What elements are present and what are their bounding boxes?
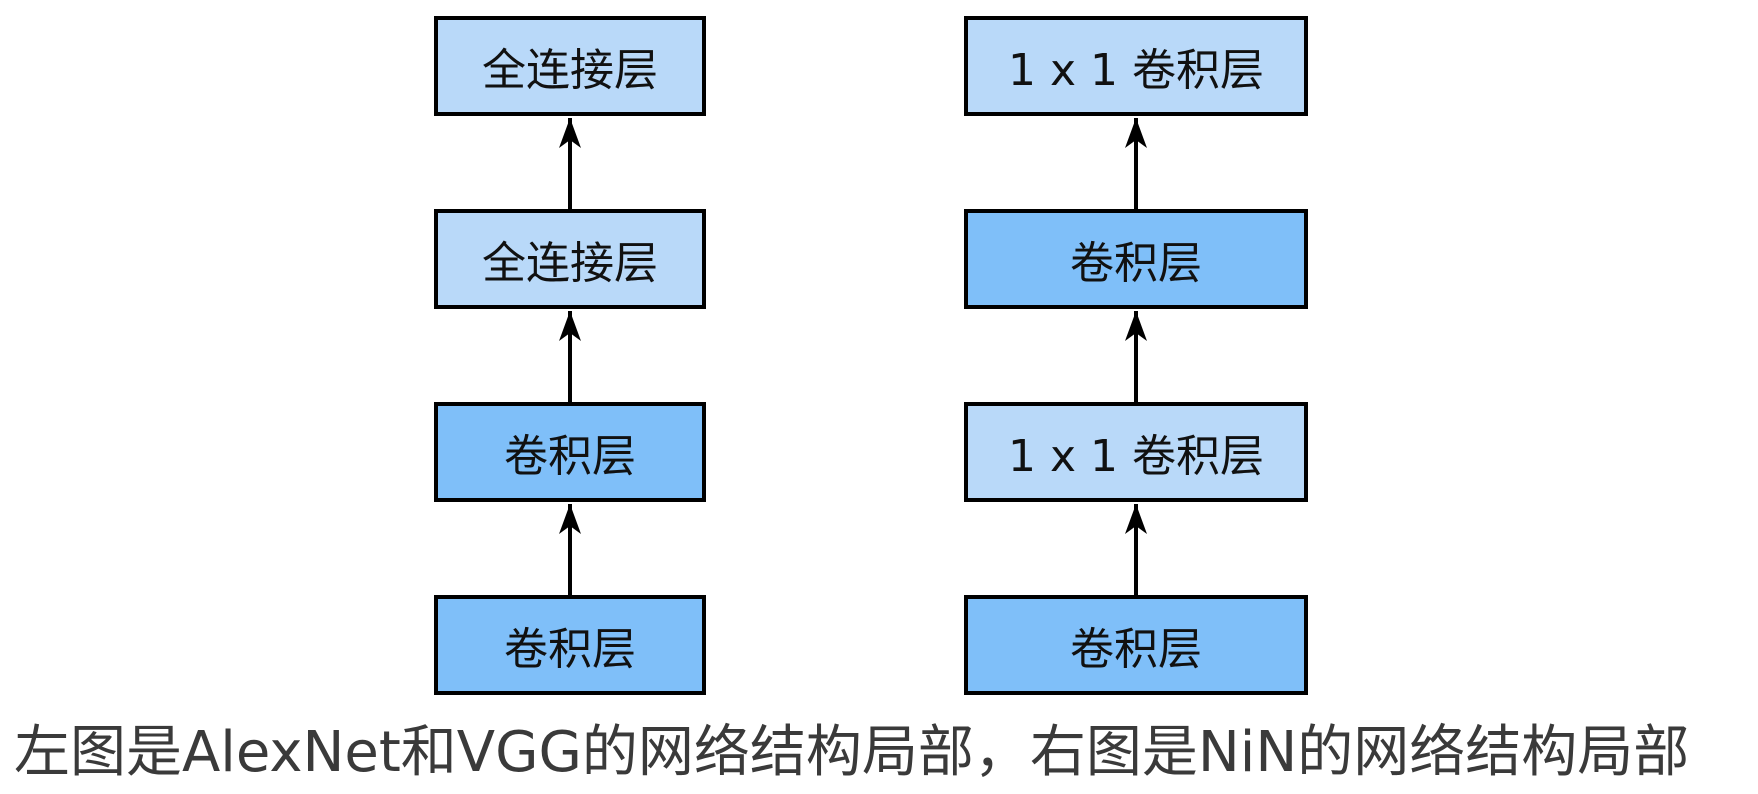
- left-box-3: 卷积层: [434, 402, 706, 502]
- left-arrow-1-head: [559, 118, 581, 148]
- left-arrow-2-head: [559, 311, 581, 341]
- left-arrows: [559, 118, 581, 595]
- right-box-4: 卷积层: [964, 595, 1308, 695]
- right-arrow-1-head: [1125, 118, 1147, 148]
- left-arrow-3-head: [559, 504, 581, 534]
- left-box-2: 全连接层: [434, 209, 706, 309]
- right-box-2: 卷积层: [964, 209, 1308, 309]
- figure-caption: 左图是AlexNet和VGG的网络结构局部，右图是NiN的网络结构局部: [14, 720, 1690, 785]
- right-arrow-2-head: [1125, 311, 1147, 341]
- right-arrows: [1125, 118, 1147, 595]
- left-box-1: 全连接层: [434, 16, 706, 116]
- right-box-3: 1 x 1 卷积层: [964, 402, 1308, 502]
- right-arrow-3-head: [1125, 504, 1147, 534]
- right-box-1: 1 x 1 卷积层: [964, 16, 1308, 116]
- left-box-4: 卷积层: [434, 595, 706, 695]
